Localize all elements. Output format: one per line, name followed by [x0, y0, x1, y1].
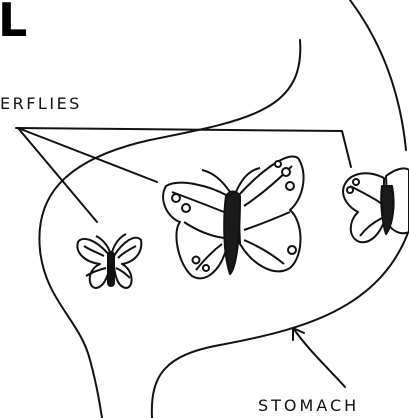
butterfly-partial [343, 168, 409, 242]
butterflies-label: ERFLIES [0, 94, 82, 113]
stomach-outline-right [350, 0, 406, 150]
pointer-line-left [18, 128, 97, 222]
stomach-arrow [293, 328, 345, 387]
pointer-line-top [16, 128, 342, 131]
pointer-line-middle [18, 128, 157, 182]
stomach-label: STOMACH [258, 396, 359, 415]
panel-letter: L [0, 0, 27, 47]
butterfly-small [77, 234, 141, 288]
pointer-line-right [342, 131, 351, 167]
butterfly-large [163, 157, 303, 279]
